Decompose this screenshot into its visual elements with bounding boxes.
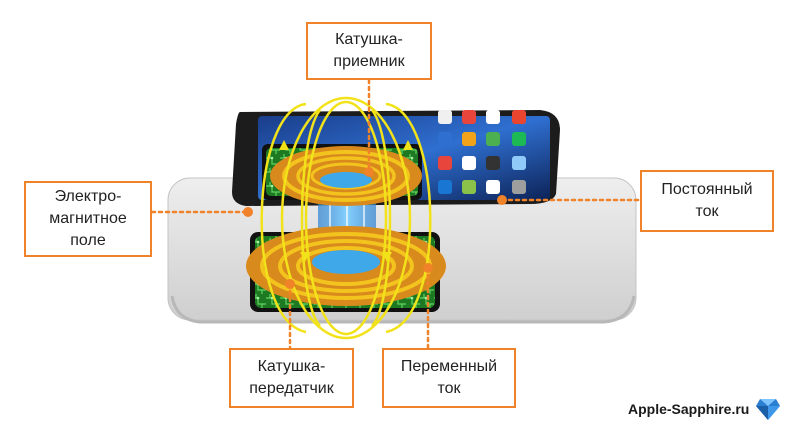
- label-receiver-coil: Катушка- приемник: [306, 22, 432, 80]
- label-text: Постоянный: [661, 181, 753, 198]
- label-text: Переменный: [400, 358, 498, 375]
- label-text: ток: [437, 380, 461, 397]
- label-em-field: Электро- магнитное поле: [24, 181, 152, 257]
- label-alternating-current: Переменный ток: [382, 348, 516, 408]
- site-watermark: Apple-Sapphire.ru: [628, 397, 781, 421]
- label-text: Катушка-: [257, 358, 326, 375]
- field-lines: [260, 96, 432, 340]
- label-direct-current: Постоянный ток: [640, 170, 774, 232]
- label-text: поле: [70, 232, 106, 249]
- sapphire-gem-icon: [756, 399, 781, 420]
- field-arrows: [279, 140, 413, 262]
- transmitter-coil: [246, 226, 446, 306]
- anchor-dots: [243, 167, 507, 289]
- watermark-text: Apple-Sapphire.ru: [628, 401, 750, 417]
- app-icons: [438, 110, 526, 194]
- label-text: магнитное: [49, 210, 127, 227]
- label-text: передатчик: [249, 380, 334, 397]
- label-text: Электро-: [54, 188, 122, 205]
- leader-lines: [150, 78, 642, 350]
- label-text: Катушка-: [335, 31, 403, 48]
- receiver-coil: [270, 146, 422, 206]
- label-transmitter-coil: Катушка- передатчик: [229, 348, 354, 408]
- label-text: ток: [695, 203, 719, 220]
- label-text: приемник: [333, 53, 405, 70]
